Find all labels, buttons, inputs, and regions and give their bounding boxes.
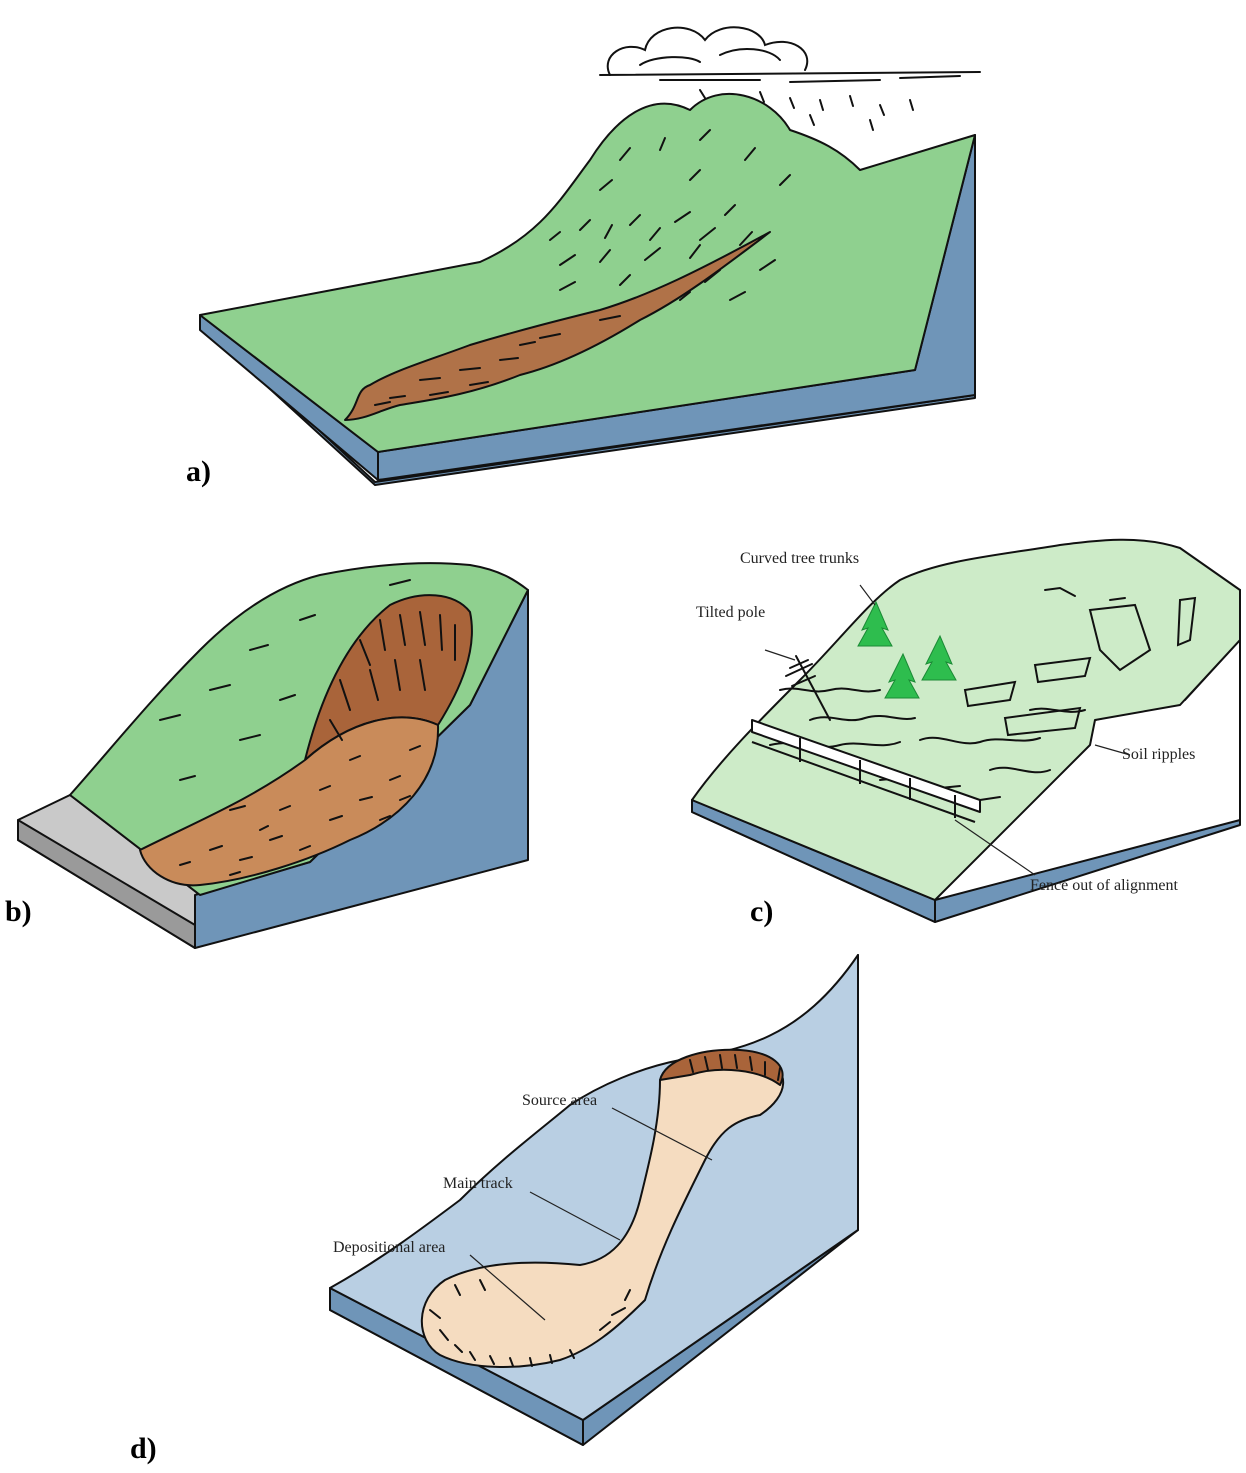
callout-curved-tree-trunks: Curved tree trunks bbox=[740, 550, 859, 568]
callout-soil-ripples: Soil ripples bbox=[1122, 746, 1195, 764]
callout-source-area: Source area bbox=[522, 1092, 597, 1110]
callout-main-track: Main track bbox=[443, 1175, 513, 1193]
callout-fence-out-of-alignment: Fence out of alignment bbox=[1030, 877, 1178, 895]
callout-depositional-area: Depositional area bbox=[333, 1239, 445, 1257]
panel-a-label: a) bbox=[186, 455, 211, 489]
callout-tilted-pole: Tilted pole bbox=[696, 604, 765, 622]
panel-c-label: c) bbox=[750, 895, 773, 929]
panel-d-label: d) bbox=[130, 1432, 157, 1466]
panel-b-label: b) bbox=[5, 895, 32, 929]
